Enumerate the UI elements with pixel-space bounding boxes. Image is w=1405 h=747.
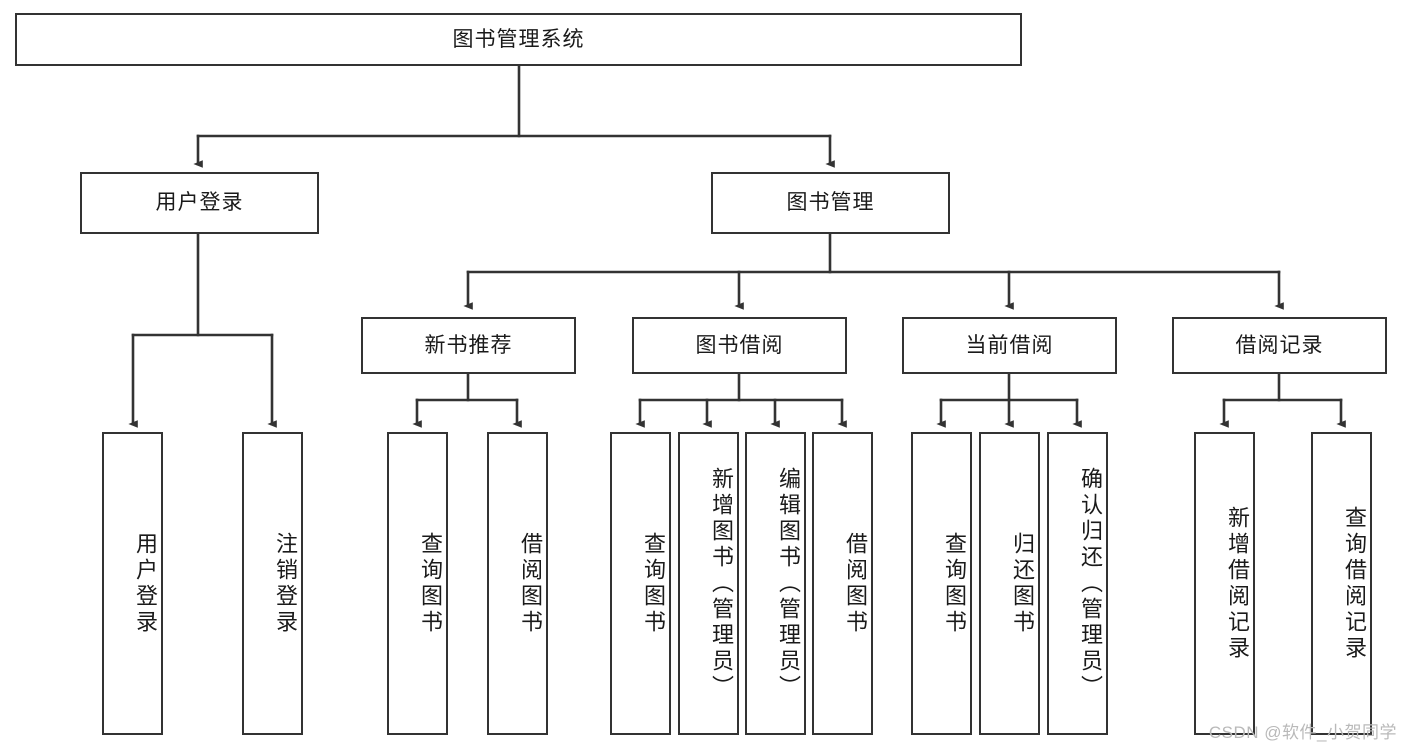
edges-user-login-to-leaves — [128, 232, 277, 428]
node-new-book-recommend[interactable]: 新书推荐 — [361, 317, 576, 374]
node-book-manage[interactable]: 图书管理 — [711, 172, 950, 234]
node-leaf-logout-label: 注销登录 — [273, 531, 298, 636]
node-leaf-borrow-book-new-label: 借阅图书 — [518, 531, 543, 636]
node-new-book-recommend-label: 新书推荐 — [424, 333, 513, 357]
node-leaf-query-book-current[interactable]: 查询图书 — [911, 432, 972, 735]
node-leaf-add-book-admin-label: 新增图书（管理员） — [709, 466, 734, 701]
node-book-borrow[interactable]: 图书借阅 — [632, 317, 847, 374]
node-current-borrow-label: 当前借阅 — [965, 333, 1054, 357]
node-leaf-add-book-admin[interactable]: 新增图书（管理员） — [678, 432, 739, 735]
node-leaf-return-book-label: 归还图书 — [1010, 531, 1035, 636]
node-current-borrow[interactable]: 当前借阅 — [902, 317, 1117, 374]
node-leaf-query-book-borrow-label: 查询图书 — [641, 531, 666, 636]
node-borrow-record[interactable]: 借阅记录 — [1172, 317, 1387, 374]
edges-record-to-leaves — [1219, 372, 1346, 428]
edges-current-to-leaves — [936, 372, 1082, 428]
edges-book-manage-to-level2 — [463, 232, 1284, 310]
node-leaf-query-book-new-label: 查询图书 — [418, 531, 443, 636]
node-book-borrow-label: 图书借阅 — [695, 333, 784, 357]
node-borrow-record-label: 借阅记录 — [1235, 333, 1324, 357]
node-leaf-query-book-current-label: 查询图书 — [942, 531, 967, 636]
node-leaf-query-book-borrow[interactable]: 查询图书 — [610, 432, 671, 735]
node-leaf-return-book[interactable]: 归还图书 — [979, 432, 1040, 735]
node-book-manage-label: 图书管理 — [786, 191, 875, 215]
node-leaf-edit-book-admin[interactable]: 编辑图书（管理员） — [745, 432, 806, 735]
node-leaf-borrow-book-label: 借阅图书 — [843, 531, 868, 636]
node-leaf-query-borrow-record[interactable]: 查询借阅记录 — [1311, 432, 1372, 735]
node-root-system-label: 图书管理系统 — [452, 27, 585, 51]
node-leaf-add-borrow-record[interactable]: 新增借阅记录 — [1194, 432, 1255, 735]
node-leaf-query-book-new[interactable]: 查询图书 — [387, 432, 448, 735]
node-leaf-query-borrow-record-label: 查询借阅记录 — [1342, 505, 1367, 662]
node-leaf-borrow-book[interactable]: 借阅图书 — [812, 432, 873, 735]
edges-borrow-to-leaves — [635, 372, 847, 428]
node-root-system[interactable]: 图书管理系统 — [15, 13, 1022, 66]
node-leaf-borrow-book-new[interactable]: 借阅图书 — [487, 432, 548, 735]
edges-new-book-to-leaves — [412, 372, 522, 428]
csdn-watermark: CSDN @软件_小贺同学 — [1208, 723, 1397, 742]
node-leaf-confirm-return-admin-label: 确认归还（管理员） — [1078, 466, 1103, 701]
node-leaf-logout[interactable]: 注销登录 — [242, 432, 303, 735]
node-leaf-user-login-label: 用户登录 — [133, 531, 158, 636]
node-user-login-label: 用户登录 — [155, 191, 244, 215]
node-user-login[interactable]: 用户登录 — [80, 172, 319, 234]
edges-root-to-level1 — [193, 64, 835, 168]
node-leaf-user-login[interactable]: 用户登录 — [102, 432, 163, 735]
node-leaf-add-borrow-record-label: 新增借阅记录 — [1225, 505, 1250, 662]
node-leaf-confirm-return-admin[interactable]: 确认归还（管理员） — [1047, 432, 1108, 735]
node-leaf-edit-book-admin-label: 编辑图书（管理员） — [776, 466, 801, 701]
